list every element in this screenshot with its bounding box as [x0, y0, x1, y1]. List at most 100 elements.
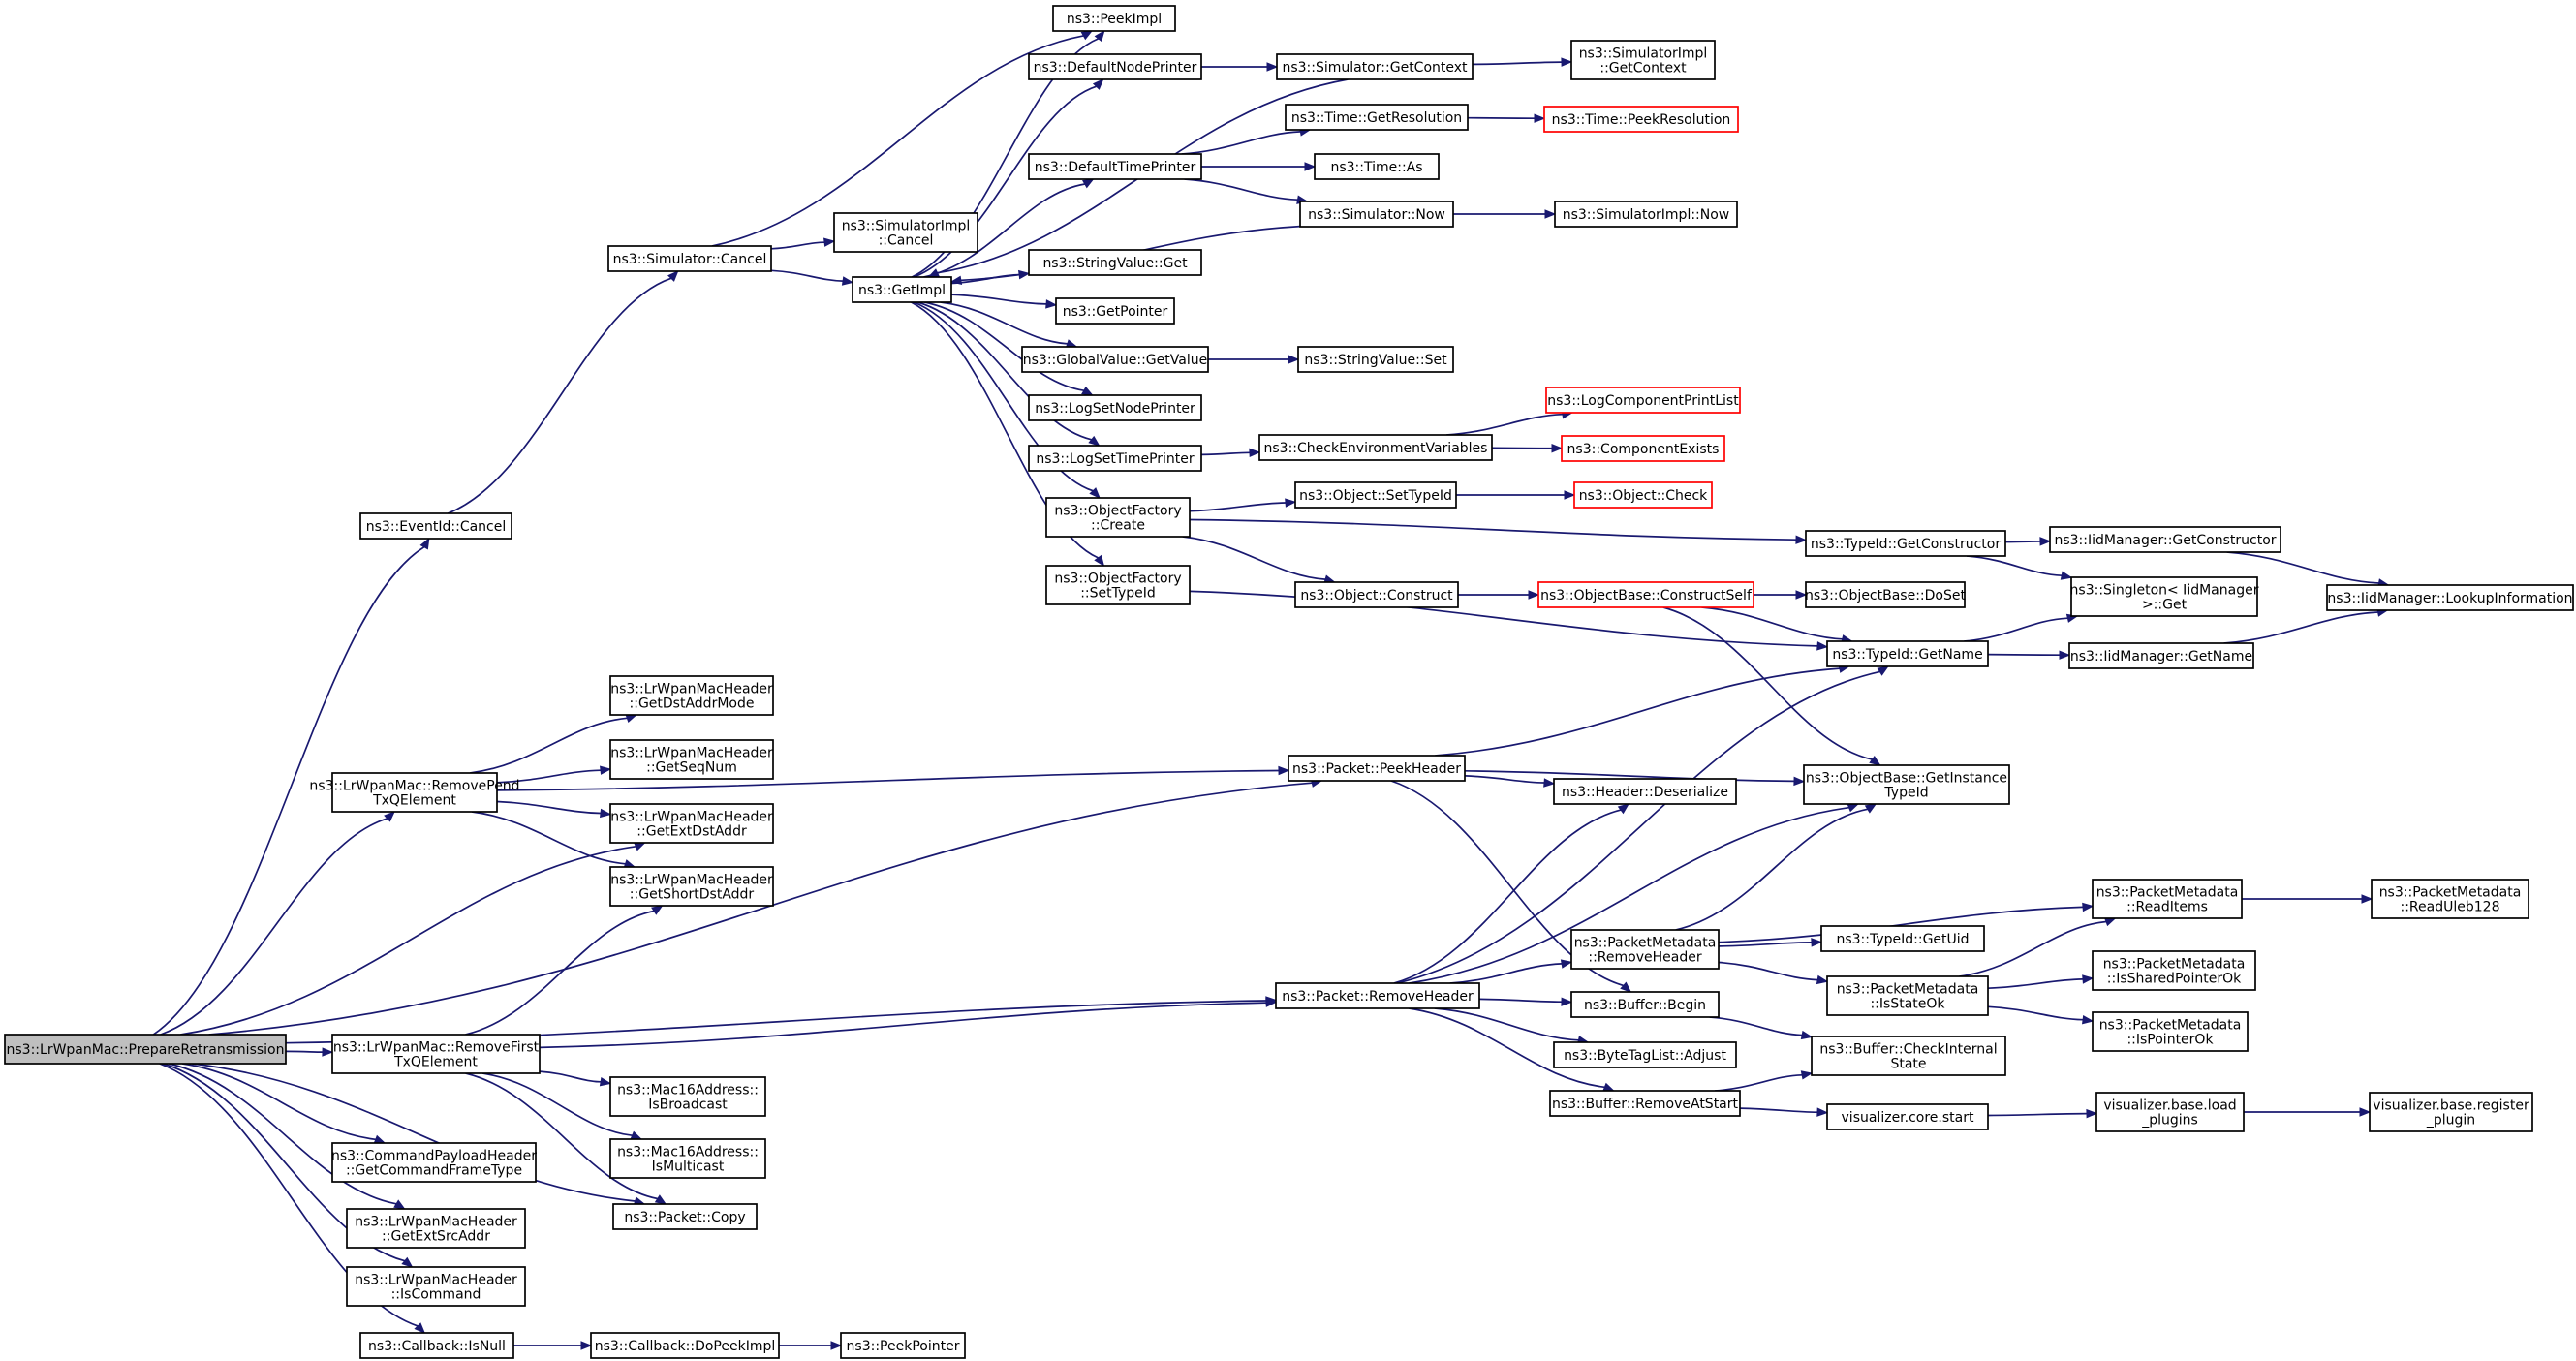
function-node-label: ns3::GetImpl — [858, 283, 946, 298]
function-node-logsetnodeprinter[interactable]: ns3::LogSetNodePrinter — [1028, 394, 1202, 421]
function-node-hdr_getdstaddrmode[interactable]: ns3::LrWpanMacHeader::GetDstAddrMode — [609, 675, 774, 716]
function-node-mac16_isbroadcast[interactable]: ns3::Mac16Address::IsBroadcast — [609, 1076, 766, 1117]
arrowhead-icon — [1551, 443, 1564, 453]
arrowhead-icon — [2039, 537, 2052, 546]
function-node-label: ns3::ComponentExists — [1567, 442, 1720, 457]
function-node-defaulttimeprinter[interactable]: ns3::DefaultTimePrinter — [1028, 153, 1202, 180]
function-node-typeid_getuid[interactable]: ns3::TypeId::GetUid — [1820, 925, 1985, 952]
function-node-stringvalue_get[interactable]: ns3::StringValue::Get — [1028, 249, 1202, 276]
function-node-box — [852, 276, 952, 303]
function-node-hdr_iscommand[interactable]: ns3::LrWpanMacHeader::IsCommand — [346, 1266, 526, 1307]
function-node-pm_isstateok[interactable]: ns3::PacketMetadata::IsStateOk — [1826, 975, 1989, 1016]
function-node-label: ns3::IidManager::LookupInformation — [2327, 591, 2572, 606]
function-node-pm_ispointerok[interactable]: ns3::PacketMetadata::IsPointerOk — [2092, 1011, 2249, 1052]
function-node-object_settypeid[interactable]: ns3::Object::SetTypeId — [1294, 481, 1457, 509]
function-node-sim_cancel[interactable]: ns3::Simulator::Cancel — [607, 245, 772, 272]
function-node-box — [1805, 530, 2006, 557]
function-node-viz_base_loadplugins[interactable]: visualizer.base.load_plugins — [2095, 1092, 2245, 1132]
function-node-typeid_getconstructor[interactable]: ns3::TypeId::GetConstructor — [1805, 530, 2006, 557]
call-edge-typeid_getconstructor-to-iidmanager_getconstructor — [2004, 537, 2052, 546]
function-node-label: ::GetDstAddrMode — [630, 696, 755, 712]
function-node-viz_base_registerplugin[interactable]: visualizer.base.register_plugin — [2369, 1092, 2533, 1132]
function-node-object_check[interactable]: ns3::Object::Check — [1573, 481, 1713, 509]
function-node-object_construct[interactable]: ns3::Object::Construct — [1294, 581, 1459, 608]
function-node-singleton_get[interactable]: ns3::Singleton< IidManager >::Get — [2070, 576, 2259, 617]
function-node-label: ns3::Buffer::Begin — [1584, 998, 1706, 1013]
function-node-sim_getcontext[interactable]: ns3::Simulator::GetContext — [1276, 53, 1474, 80]
call-edge-objbase_constructself-to-typeid_getname — [1701, 606, 1853, 644]
function-node-iidmanager_getconstructor[interactable]: ns3::IidManager::GetConstructor — [2049, 526, 2281, 553]
function-node-box — [1297, 346, 1454, 373]
function-node-objbase_doset[interactable]: ns3::ObjectBase::DoSet — [1805, 581, 1966, 608]
function-node-simimpl_getcontext[interactable]: ns3::SimulatorImpl::GetContext — [1570, 40, 1716, 80]
arrowhead-icon — [1795, 590, 1808, 600]
call-edge-removefirsttxq-to-hdr_getshortdstaddr — [465, 905, 664, 1036]
function-node-hdr_getshortdstaddr[interactable]: ns3::LrWpanMacHeader::GetShortDstAddr — [609, 866, 774, 907]
function-node-hdr_getextsrcaddr[interactable]: ns3::LrWpanMacHeader::GetExtSrcAddr — [346, 1208, 526, 1249]
function-node-pm_removeheader[interactable]: ns3::PacketMetadata::RemoveHeader — [1570, 929, 1720, 970]
function-node-simimpl_now[interactable]: ns3::SimulatorImpl::Now — [1554, 201, 1738, 228]
function-node-iidmanager_lookupinformation[interactable]: ns3::IidManager::LookupInformation — [2326, 584, 2574, 611]
function-node-time_as[interactable]: ns3::Time::As — [1314, 153, 1440, 180]
function-node-peekpointer[interactable]: ns3::PeekPointer — [840, 1332, 966, 1359]
call-edge-pm_readitems-to-pm_readuleb128 — [2241, 894, 2374, 904]
function-node-label: ns3::LrWpanMac::PrepareRetransmission — [7, 1042, 285, 1058]
function-node-objbase_constructself[interactable]: ns3::ObjectBase::ConstructSelf — [1537, 581, 1754, 608]
function-node-stringvalue_set[interactable]: ns3::StringValue::Set — [1297, 346, 1454, 373]
function-node-time_getresolution[interactable]: ns3::Time::GetResolution — [1285, 104, 1469, 131]
function-node-packet_copy[interactable]: ns3::Packet::Copy — [612, 1203, 758, 1230]
function-node-peekimpl[interactable]: ns3::PeekImpl — [1052, 5, 1176, 32]
call-edge-packet_peekheader-to-objbase_getinstancetypeid — [1464, 769, 1806, 787]
function-node-globalvalue_getvalue[interactable]: ns3::GlobalValue::GetValue — [1021, 346, 1209, 373]
function-node-mac16_ismulticast[interactable]: ns3::Mac16Address::IsMulticast — [609, 1138, 766, 1179]
function-node-root[interactable]: ns3::LrWpanMac::PrepareRetransmission — [4, 1034, 287, 1065]
arrowhead-icon — [600, 765, 612, 775]
function-node-box — [359, 512, 512, 540]
function-node-box — [1826, 975, 1989, 1016]
function-node-time_peekresolution[interactable]: ns3::Time::PeekResolution — [1543, 106, 1739, 133]
function-node-buffer_begin[interactable]: ns3::Buffer::Begin — [1570, 991, 1720, 1018]
function-node-callback_isnull[interactable]: ns3::Callback::IsNull — [359, 1332, 514, 1359]
function-node-label: ns3::Mac16Address:: — [617, 1145, 759, 1160]
function-node-label: ns3::ObjectFactory — [1054, 504, 1181, 519]
function-node-logsettimeprinter[interactable]: ns3::LogSetTimePrinter — [1028, 445, 1202, 472]
call-edge-removefirsttxq-to-mac16_isbroadcast — [539, 1070, 612, 1087]
function-node-pm_readitems[interactable]: ns3::PacketMetadata::ReadItems — [2092, 879, 2243, 919]
function-node-defaultnodeprinter[interactable]: ns3::DefaultNodePrinter — [1028, 53, 1202, 80]
function-node-pm_issharedpointerok[interactable]: ns3::PacketMetadata::IsSharedPointerOk — [2092, 950, 2256, 991]
function-node-logcomponentprintlist[interactable]: ns3::LogComponentPrintList — [1545, 387, 1741, 414]
function-node-packet_peekheader[interactable]: ns3::Packet::PeekHeader — [1288, 755, 1466, 782]
function-node-callback_dopeekimpl[interactable]: ns3::Callback::DoPeekImpl — [590, 1332, 780, 1359]
function-node-label: ns3::IidManager::GetName — [2070, 649, 2252, 665]
function-node-packet_removeheader[interactable]: ns3::Packet::RemoveHeader — [1275, 982, 1480, 1009]
function-node-hdr_getseqnum[interactable]: ns3::LrWpanMacHeader::GetSeqNum — [609, 739, 774, 780]
function-node-viz_core_start[interactable]: visualizer.core.start — [1826, 1103, 1989, 1130]
function-node-label: ns3::Simulator::Cancel — [613, 252, 767, 267]
function-node-typeid_getname[interactable]: ns3::TypeId::GetName — [1826, 640, 1989, 667]
function-node-simimpl_cancel[interactable]: ns3::SimulatorImpl::Cancel — [833, 212, 978, 253]
function-node-label: ns3::LrWpanMacHeader — [610, 810, 773, 825]
function-node-bytetaglist_adjust[interactable]: ns3::ByteTagList::Adjust — [1553, 1041, 1737, 1068]
function-node-hdr_getextdstaddr[interactable]: ns3::LrWpanMacHeader::GetExtDstAddr — [609, 803, 774, 844]
function-node-objfactory_create[interactable]: ns3::ObjectFactory::Create — [1045, 497, 1191, 538]
function-node-pm_readuleb128[interactable]: ns3::PacketMetadata::ReadUleb128 — [2371, 879, 2529, 919]
function-node-eventid_cancel[interactable]: ns3::EventId::Cancel — [359, 512, 512, 540]
function-node-iidmanager_getname[interactable]: ns3::IidManager::GetName — [2068, 642, 2254, 669]
function-node-sim_now[interactable]: ns3::Simulator::Now — [1299, 201, 1454, 228]
function-node-cmdpayload_getcmdframetype[interactable]: ns3::CommandPayloadHeader::GetCommandFra… — [331, 1142, 537, 1183]
function-node-header_deserialize[interactable]: ns3::Header::Deserialize — [1553, 778, 1737, 805]
function-node-objfactory_settypeid[interactable]: ns3::ObjectFactory::SetTypeId — [1045, 565, 1191, 605]
function-node-box — [1826, 640, 1989, 667]
function-node-componentexists[interactable]: ns3::ComponentExists — [1561, 435, 1725, 462]
function-node-buffer_removeatstart[interactable]: ns3::Buffer::RemoveAtStart — [1549, 1090, 1741, 1117]
function-node-getimpl[interactable]: ns3::GetImpl — [852, 276, 952, 303]
function-node-getpointer[interactable]: ns3::GetPointer — [1055, 297, 1175, 325]
function-node-checkenv[interactable]: ns3::CheckEnvironmentVariables — [1258, 434, 1493, 461]
arrowhead-icon — [1564, 490, 1576, 500]
function-node-box — [607, 245, 772, 272]
call-edge-pm_removeheader-to-pm_isstateok — [1718, 961, 1829, 985]
